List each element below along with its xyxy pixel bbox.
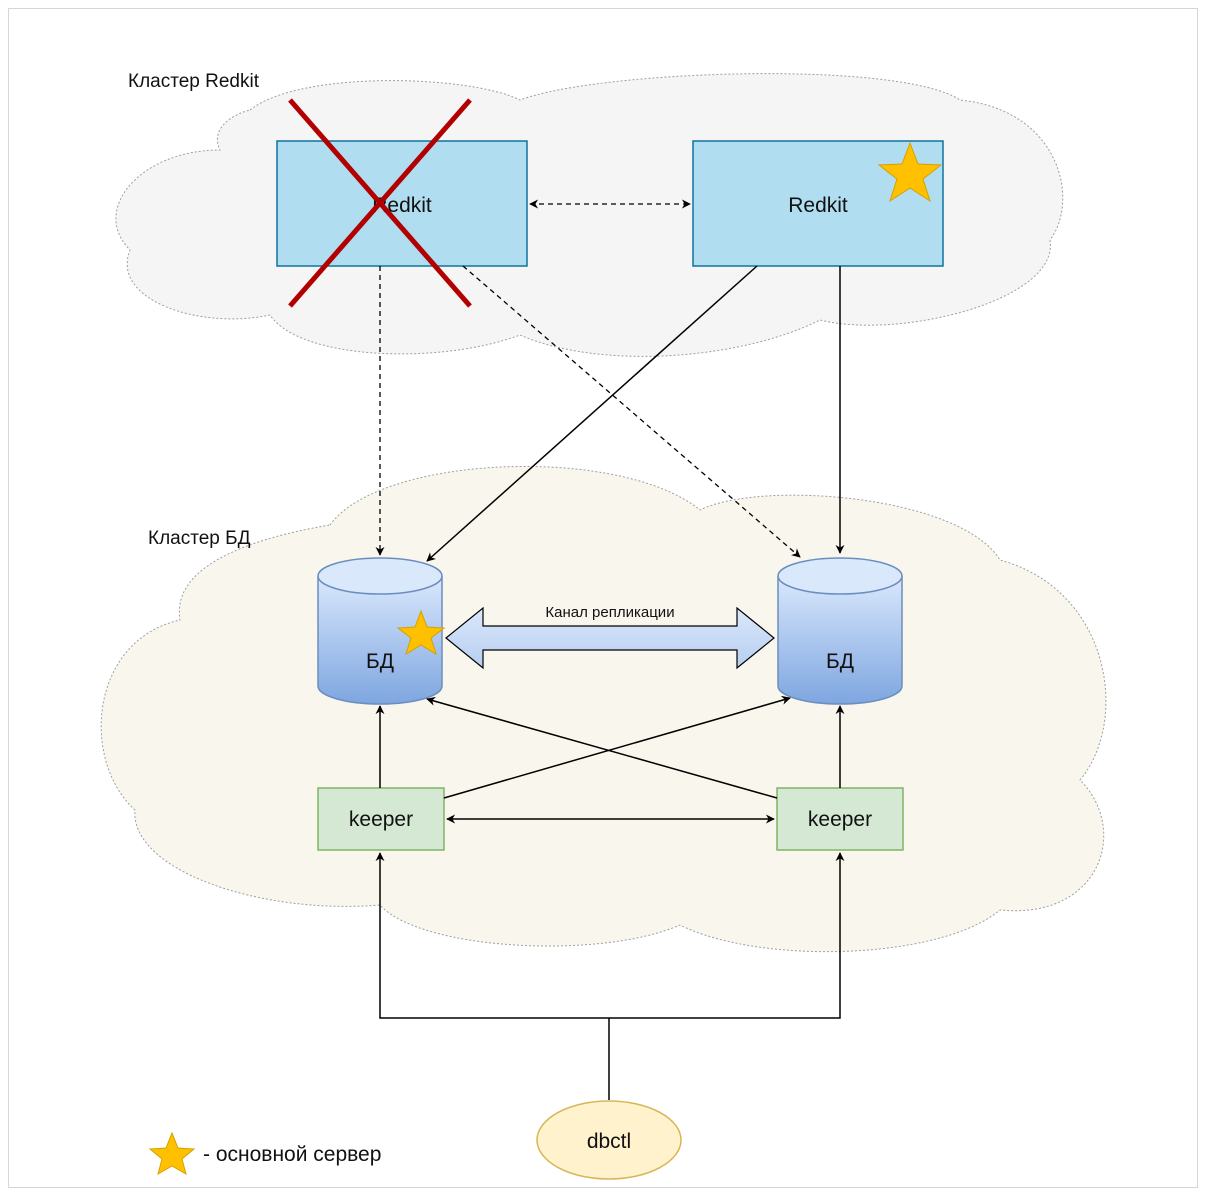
link-keeper-left-to-db-right — [443, 695, 791, 799]
keeper-node-right-label: keeper — [808, 808, 872, 831]
redkit-cluster-label: Кластер Redkit — [128, 71, 260, 92]
keeper-node-left-label: keeper — [349, 808, 413, 831]
db-node-right-label: БД — [826, 650, 854, 673]
redkit-node-right-label: Redkit — [788, 194, 848, 217]
link-keeper-right-to-db-left — [426, 696, 778, 799]
db-cluster-label: Кластер БД — [148, 528, 251, 549]
primary-star-icon — [877, 141, 943, 203]
replication-channel-arrow — [445, 606, 775, 670]
db-primary-star-icon — [396, 609, 446, 656]
keeper-node-left — [317, 787, 445, 851]
db-node-right — [777, 557, 903, 705]
replication-channel-label: Канал репликации — [545, 604, 674, 621]
dbctl-label: dbctl — [587, 1130, 631, 1153]
link-dbctl-to-keeper-right — [609, 852, 845, 1019]
redkit-node-right — [692, 140, 944, 267]
link-dbctl-to-keeper-left — [375, 852, 609, 1019]
db-cluster-cloud — [100, 466, 1107, 953]
dashed-link-right-db — [462, 265, 801, 558]
db-node-left — [317, 557, 443, 705]
redkit-node-left — [276, 140, 528, 267]
failed-cross-icon — [288, 98, 472, 308]
dbctl-node — [536, 1100, 682, 1180]
legend-text: - основной сервер — [203, 1143, 381, 1166]
link-redkit-to-left-db — [426, 265, 758, 562]
db-node-left-label: БД — [366, 650, 394, 673]
legend-star-icon — [148, 1131, 196, 1176]
